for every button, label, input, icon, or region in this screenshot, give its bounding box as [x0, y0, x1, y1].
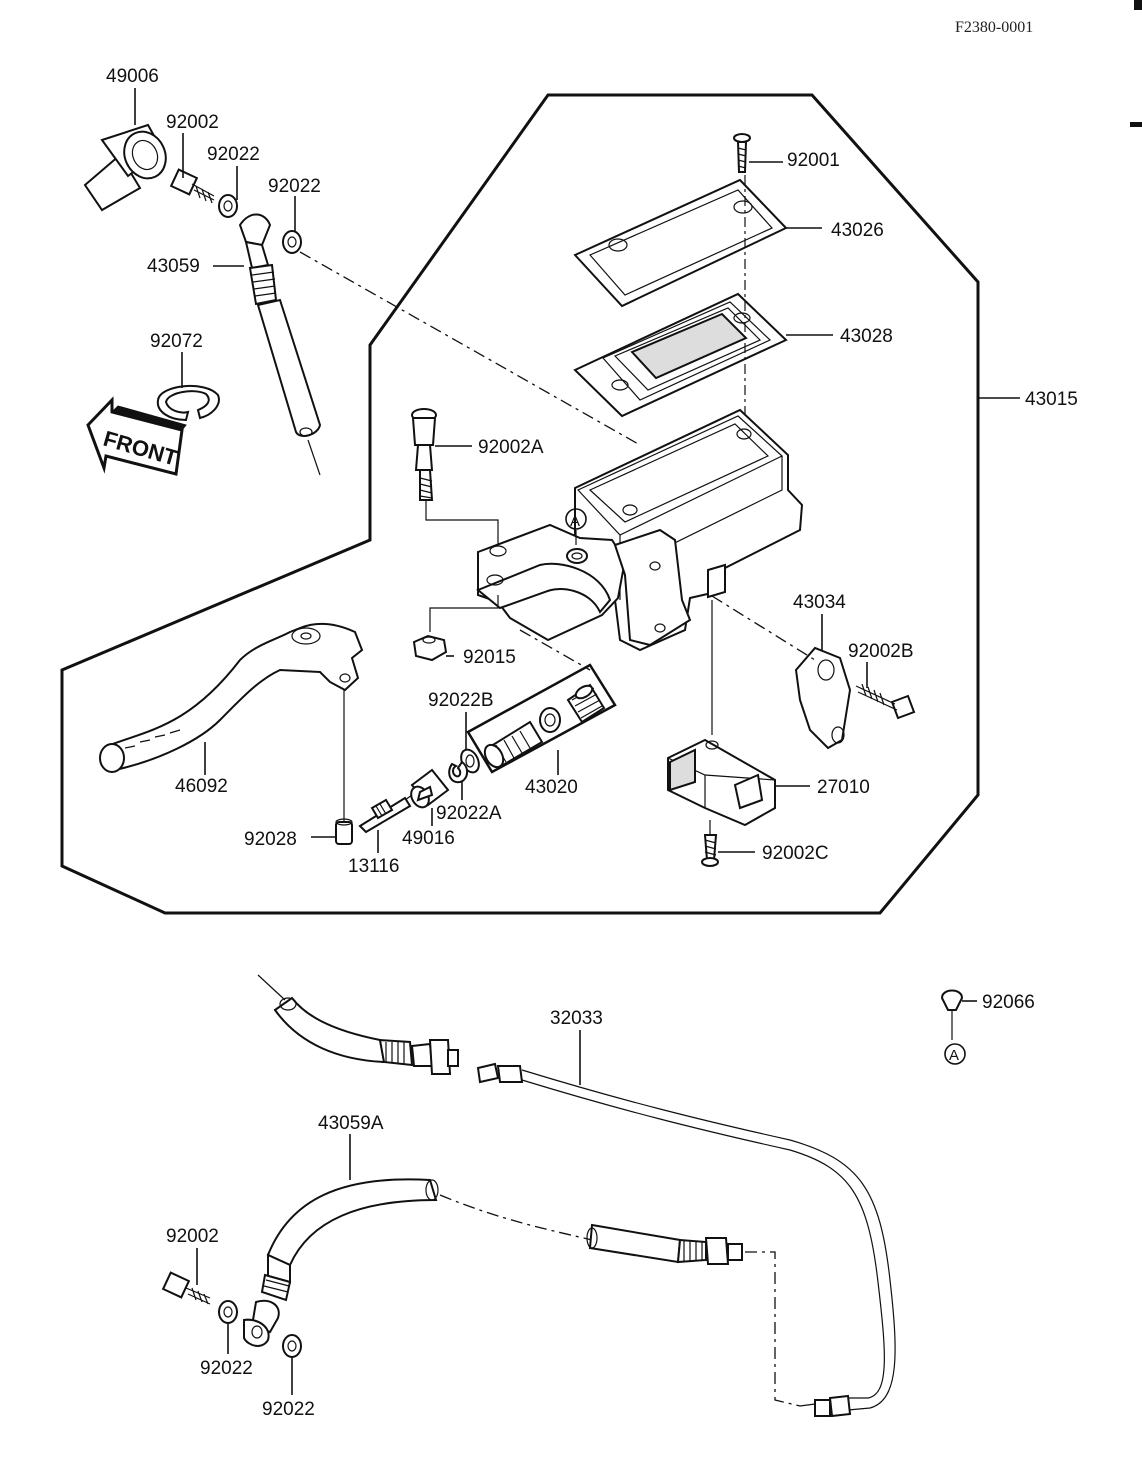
label-46092: 46092: [175, 776, 228, 797]
washer-bottom-2: [282, 1334, 302, 1358]
bolt-92002B: [855, 683, 916, 720]
label-92002B: 92002B: [848, 641, 914, 662]
label-43015: 43015: [1025, 389, 1078, 410]
label-92001: 92001: [787, 150, 840, 171]
label-32033: 32033: [550, 1008, 603, 1029]
assembly-frame: [60, 93, 980, 915]
bolt-92002A: [411, 408, 499, 545]
label-92022-bottom-2: 92022: [262, 1399, 315, 1420]
washer-top-2-hole: [287, 236, 297, 248]
label-92022B: 92022B: [428, 690, 494, 711]
screw-92002C: [701, 820, 719, 867]
front-arrow: FRONT: [86, 396, 187, 476]
label-92072: 92072: [150, 331, 203, 352]
nut-92015: [412, 595, 499, 662]
label-43059: 43059: [147, 256, 200, 277]
cap-49006: [83, 123, 167, 212]
label-92028: 92028: [244, 829, 297, 850]
boot-49016: [404, 768, 450, 809]
hose-43059: [238, 213, 322, 476]
screw-92001: [733, 133, 751, 173]
cap-92066: [940, 989, 964, 1040]
ref-a-circle-top: [565, 508, 587, 530]
label-92015: 92015: [463, 647, 516, 668]
label-92002-top: 92002: [166, 112, 219, 133]
ref-a-circle-bottom: [944, 1043, 966, 1065]
hose-43059A: [243, 1178, 743, 1347]
label-43026: 43026: [831, 220, 884, 241]
label-92022-top-2: 92022: [268, 176, 321, 197]
washer-top-1-hole: [223, 200, 233, 212]
reservoir-cap-43026: [573, 178, 788, 308]
label-43020: 43020: [525, 777, 578, 798]
piston-kit-43020: [466, 629, 617, 774]
master-cylinder-body: [476, 408, 804, 652]
washer-bottom-2-hole: [287, 1340, 297, 1352]
label-43034: 43034: [793, 592, 846, 613]
leader-lines: [134, 88, 1020, 1395]
label-92066: 92066: [982, 992, 1035, 1013]
lever-46092: [99, 622, 364, 773]
washer-top-2: [282, 230, 302, 254]
banjo-bolt-top: [169, 168, 215, 204]
label-27010: 27010: [817, 777, 870, 798]
washer-92022B-hole: [465, 754, 475, 768]
label-43028: 43028: [840, 326, 893, 347]
label-49006: 49006: [106, 66, 159, 87]
label-92022-bottom-1: 92022: [200, 1358, 253, 1379]
label-49016: 49016: [402, 828, 455, 849]
circlip-92022A: [448, 760, 468, 784]
ref-a-label-top: A: [570, 513, 580, 530]
label-92022-top-1: 92022: [207, 144, 260, 165]
edge-mark: [1130, 122, 1142, 127]
label-13116: 13116: [348, 856, 399, 877]
assembly-line-pipe: [745, 1251, 801, 1407]
washer-bottom-1: [218, 1300, 238, 1324]
washer-bottom-1-hole: [223, 1306, 233, 1318]
label-92002-bottom: 92002: [166, 1226, 219, 1247]
label-92022A: 92022A: [436, 803, 502, 824]
pipe-32033: [476, 1062, 896, 1418]
drawing-code: F2380-0001: [955, 19, 1033, 36]
hose-upper: [257, 974, 459, 1075]
switch-27010: [667, 600, 776, 827]
diaphragm-43028: [573, 292, 788, 418]
label-92002C: 92002C: [762, 843, 829, 864]
banjo-bolt-bottom: [161, 1271, 211, 1305]
label-92002A: 92002A: [478, 437, 544, 458]
push-rod-13116: [358, 796, 412, 834]
holder-43034: [711, 595, 852, 750]
clamp-92072: [156, 384, 220, 422]
collar-92028: [335, 690, 353, 845]
ref-a-label-bottom: A: [949, 1047, 959, 1064]
label-43059A: 43059A: [318, 1113, 384, 1134]
washer-top-1: [218, 194, 238, 218]
edge-mark: [1134, 0, 1142, 10]
assembly-line-hose: [299, 251, 641, 446]
